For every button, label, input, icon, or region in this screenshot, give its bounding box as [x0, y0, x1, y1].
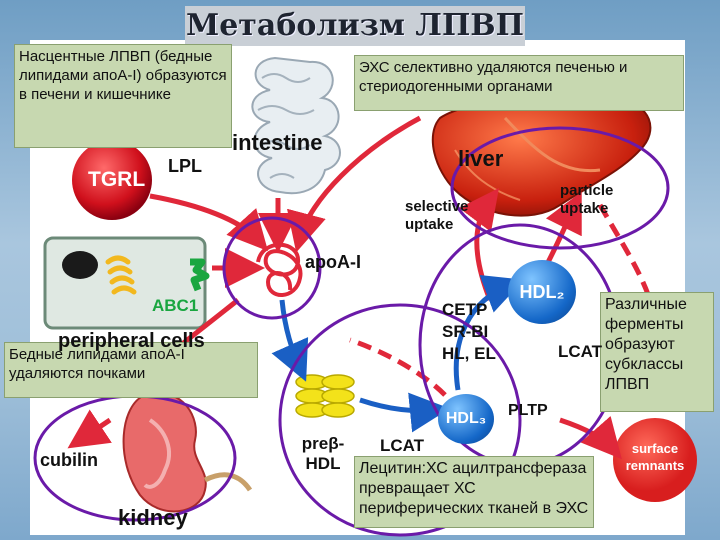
label-prebeta-hdl: preβ- HDL: [301, 434, 345, 473]
note-nascent-hdl: Насцентные ЛПВП (бедные липидами апоА-I)…: [14, 44, 232, 148]
prebeta-hdl-particle: [295, 374, 355, 418]
note-kidney-clearance: Бедные липидами апоА-I удаляются почками: [4, 342, 258, 398]
peripheral-cell-illustration: [43, 236, 210, 330]
label-cubilin: cubilin: [40, 450, 98, 470]
label-particle-uptake: particle uptake: [560, 182, 614, 217]
label-surface-remnants: surface remnants: [625, 441, 685, 473]
label-lpl: LPL: [168, 156, 202, 176]
label-intestine: intestine: [232, 130, 323, 155]
surface-remnants-particle: [613, 418, 697, 502]
label-peripheral-cells: peripheral cells: [58, 330, 205, 352]
kidney-illustration: [122, 392, 253, 513]
label-kidney: kidney: [118, 505, 188, 530]
label-apoa1: apoA-I: [305, 252, 361, 272]
note-enzymes: Различные ферменты образуют субклассы ЛП…: [600, 292, 714, 412]
apoa1-protein: [256, 242, 303, 297]
tgrl-particle: [72, 140, 152, 220]
label-lcat-right: LCAT: [558, 342, 603, 361]
hdl2-particle: HDL₂: [508, 260, 576, 324]
hdl3-particle: HDL₃: [438, 394, 494, 444]
label-pltp: PLTP: [508, 402, 548, 419]
note-selective-uptake: ЭХС селективно удаляются печенью и стери…: [354, 55, 684, 111]
label-selective-uptake: selective uptake: [405, 198, 469, 233]
label-abc1: ABC1: [152, 296, 199, 315]
label-sr-bi: SR-BI: [442, 322, 489, 341]
intestine-illustration: [251, 56, 341, 195]
label-liver: liver: [458, 146, 504, 171]
page-title: Метаболизм ЛПВП: [185, 6, 525, 46]
label-lcat-bottom: LCAT: [380, 436, 425, 455]
label-hl-el: HL, EL: [442, 344, 496, 363]
note-lcat: Лецитин:ХС ацилтрансфераза превращает ХС…: [354, 456, 594, 528]
label-tgrl: TGRL: [88, 168, 146, 191]
label-cetp: CETP: [442, 300, 488, 319]
